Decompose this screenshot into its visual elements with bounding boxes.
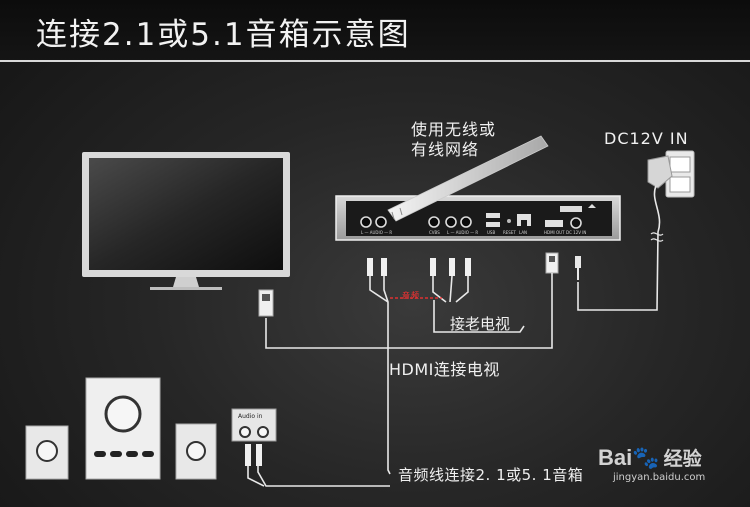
watermark-jingyan: 经验	[663, 449, 702, 470]
audio-marker-label: 音频	[402, 291, 420, 300]
watermark-bai: Bai	[598, 445, 633, 470]
baidu-jingyan-watermark: Bai🐾经验	[598, 444, 702, 472]
rca-plugs-audio	[367, 258, 387, 276]
network-label: 使用无线或 有线网络	[411, 120, 496, 160]
dc-jack	[570, 217, 582, 229]
av-jacks-left	[360, 216, 387, 228]
television	[82, 152, 290, 290]
paw-icon: 🐾	[632, 445, 660, 470]
network-label-line1: 使用无线或	[411, 120, 497, 139]
audio-in-label: Audio in	[238, 413, 263, 420]
audio-cable-label: 音频线连接2. 1或5. 1音箱	[398, 466, 584, 484]
av-jacks-right	[428, 216, 472, 228]
power-label: DC12V IN	[604, 129, 689, 148]
audio-in-panel	[231, 408, 277, 442]
subwoofer	[85, 377, 161, 480]
power-adapter	[575, 150, 695, 311]
reset-button	[507, 219, 511, 223]
port-label-dc: DC 12V IN	[566, 230, 587, 235]
hdmi-plug-tv	[258, 289, 274, 317]
port-label-lan: LAN	[519, 230, 528, 235]
hdmi-plug-box	[545, 252, 559, 274]
watermark-url: jingyan.baidu.com	[613, 472, 706, 483]
page-title: 连接2.1或5.1音箱示意图	[36, 17, 411, 53]
port-label-usb: USB	[487, 230, 496, 235]
header-bar	[0, 0, 750, 62]
old-tv-label: 接老电视	[450, 315, 511, 333]
hdmi-label: HDMI连接电视	[389, 360, 500, 379]
usb-ports	[486, 213, 500, 227]
port-label-hdmi: HDMI OUT	[544, 230, 565, 235]
rca-plugs-av	[430, 258, 471, 276]
wifi-antenna	[387, 135, 549, 222]
left-satellite-speaker	[25, 425, 69, 480]
hdmi-port	[545, 220, 563, 227]
port-label-cvbs: CVBS	[429, 230, 440, 235]
port-label-audio-right: L — AUDIO — R	[447, 230, 479, 235]
cables	[247, 273, 553, 487]
port-label-reset: RESET	[503, 230, 516, 235]
rca-plugs-speaker	[245, 444, 262, 466]
network-label-line2: 有线网络	[411, 140, 480, 159]
header-divider	[0, 60, 750, 62]
port-label-audio-left: L — AUDIO — R	[361, 230, 393, 235]
right-satellite-speaker	[175, 423, 217, 480]
